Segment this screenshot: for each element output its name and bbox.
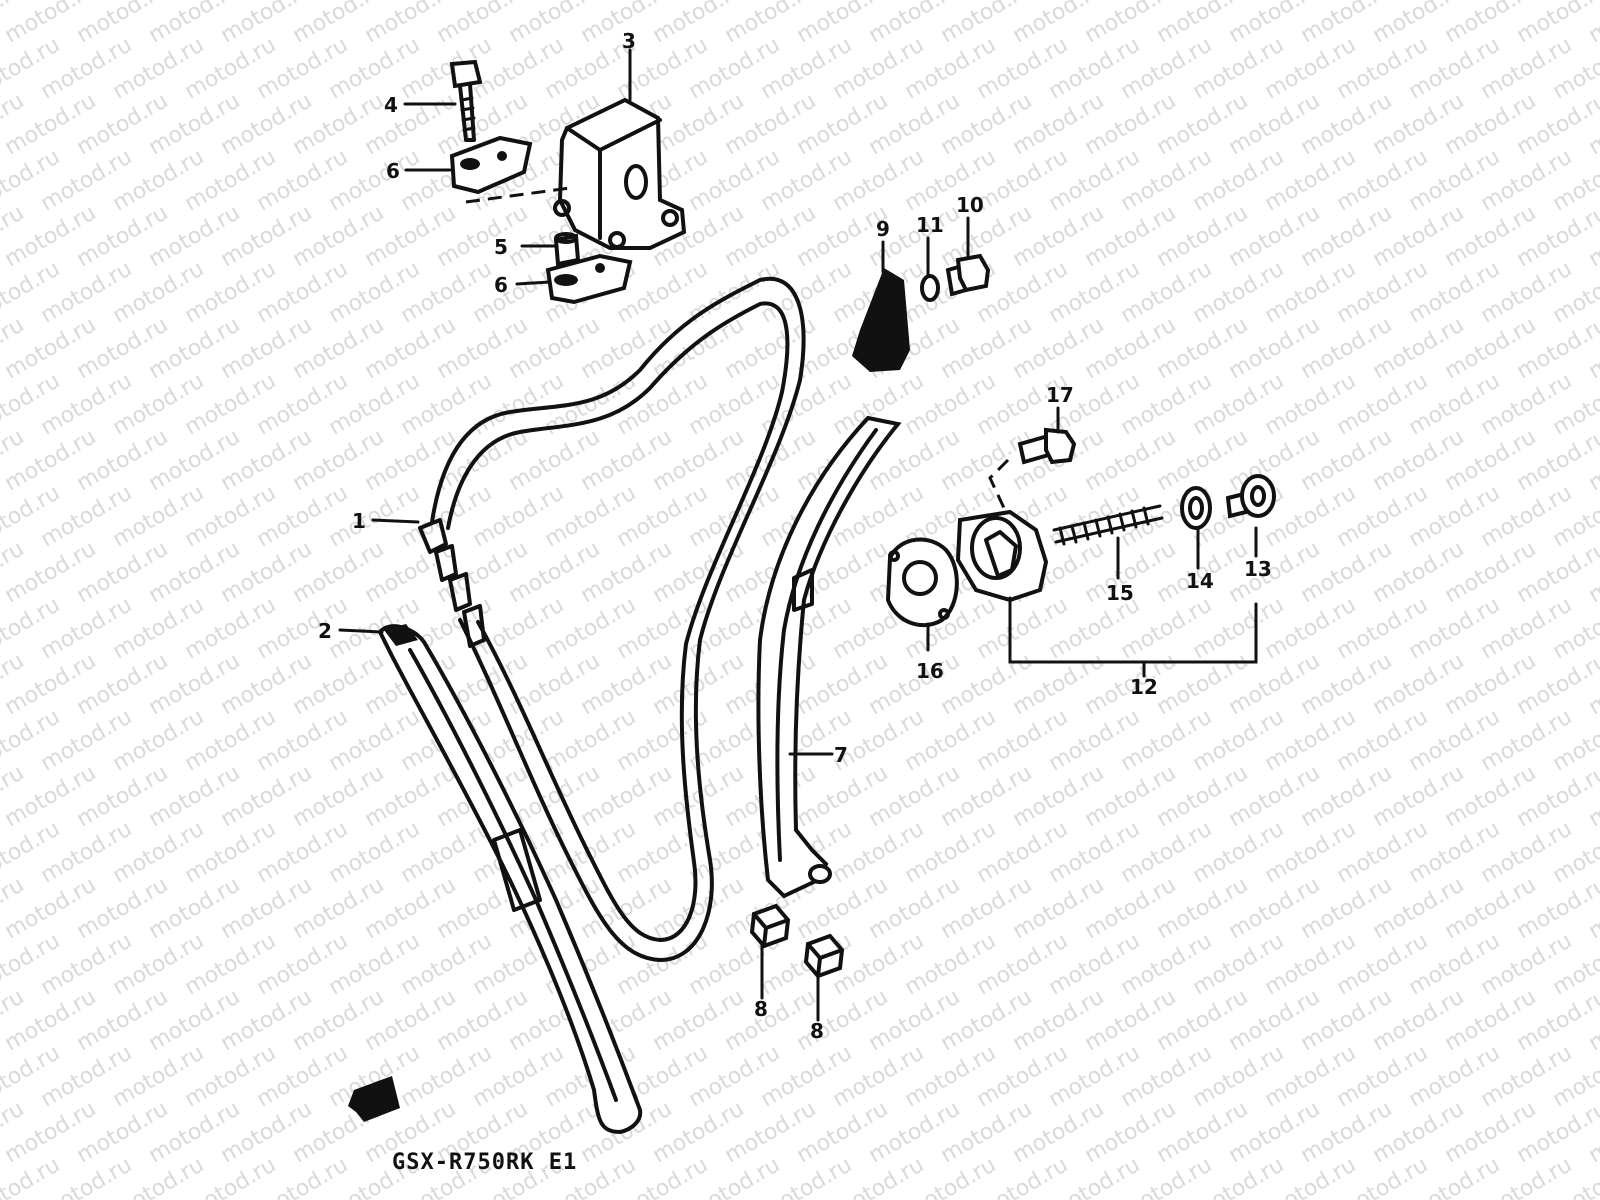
part-washer-11	[920, 274, 940, 302]
part-chain-guide-2	[377, 624, 643, 1135]
part-cushion-8-left	[749, 903, 791, 949]
part-cam-chain-1	[418, 276, 806, 962]
part-gasket-16	[885, 537, 959, 628]
part-spring-15	[1052, 504, 1164, 546]
callout-9: 9	[876, 217, 890, 241]
callout-7: 7	[834, 743, 848, 767]
callout-3: 3	[622, 29, 636, 53]
callout-13: 13	[1244, 557, 1272, 581]
callout-6-lower: 6	[494, 273, 508, 297]
callout-11: 11	[916, 213, 944, 237]
callout-17: 17	[1046, 383, 1074, 407]
callout-6-upper: 6	[386, 159, 400, 183]
part-bolt-4	[449, 59, 483, 142]
part-guide-9	[852, 268, 910, 372]
callout-1: 1	[352, 509, 366, 533]
callout-8-left: 8	[754, 997, 768, 1021]
callout-labels: 1 2 3 4 5 6 6 7 8 8 9 10 11 12 13 14 15 …	[318, 29, 1272, 1043]
callout-8-right: 8	[810, 1019, 824, 1043]
part-bolt-10	[945, 253, 991, 297]
part-cushion-6-upper	[449, 135, 571, 204]
part-spacer-5	[553, 232, 581, 267]
model-label: GSX-R750RK E1	[392, 1150, 578, 1175]
callout-15: 15	[1106, 581, 1134, 605]
front-arrow-icon	[348, 1076, 400, 1122]
callout-12: 12	[1130, 675, 1158, 699]
part-cap-13	[1225, 474, 1276, 519]
callout-10: 10	[956, 193, 984, 217]
callout-5: 5	[494, 235, 508, 259]
callout-16: 16	[916, 659, 944, 683]
callout-2: 2	[318, 619, 332, 643]
part-holder-3	[553, 97, 687, 250]
part-tensioner-guide-7	[756, 415, 902, 899]
part-bolt-17	[988, 427, 1077, 509]
callout-4: 4	[384, 93, 398, 117]
callout-14: 14	[1186, 569, 1214, 593]
part-tensioner-body-12	[955, 509, 1049, 603]
part-washer-14	[1180, 486, 1212, 530]
leader-lines	[338, 48, 1258, 1022]
part-cushion-6-lower	[545, 253, 633, 305]
part-cushion-8-right	[803, 933, 845, 979]
